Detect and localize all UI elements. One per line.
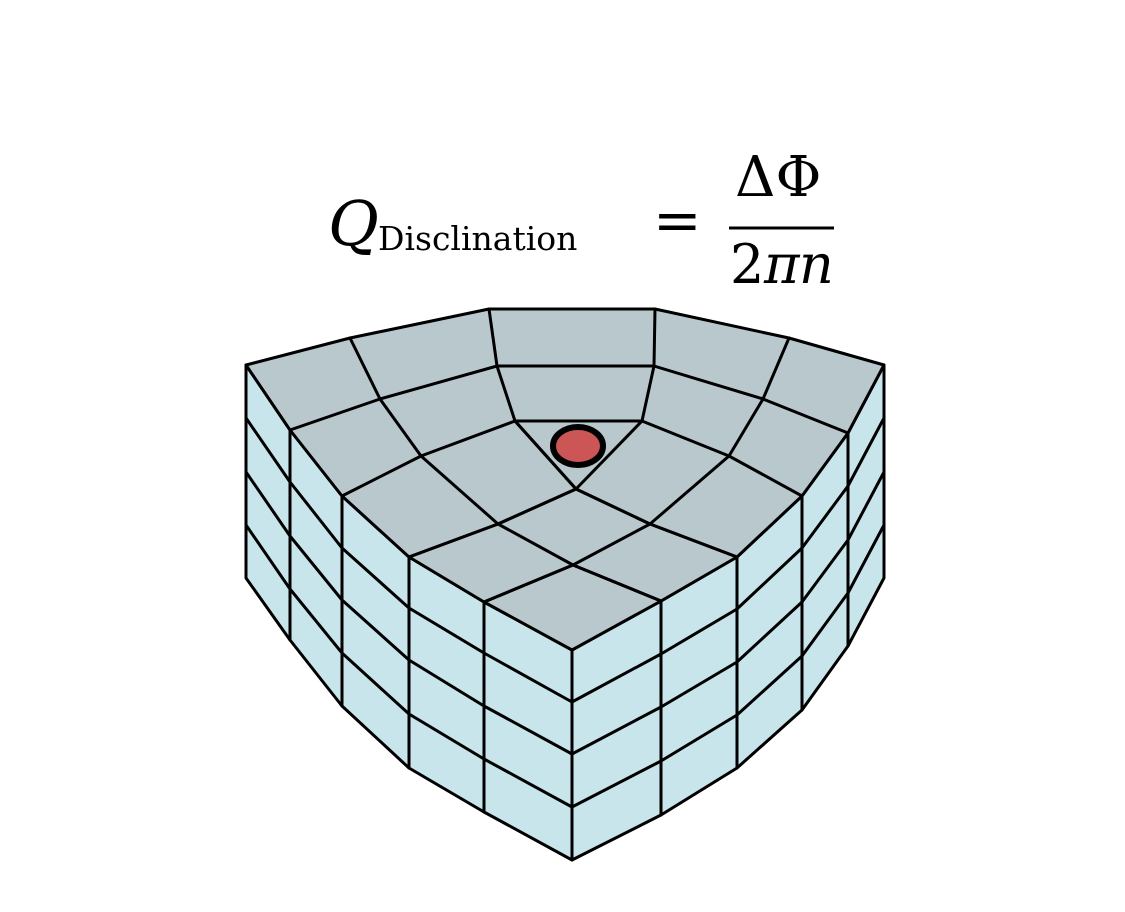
formula-denominator-number: 2 (730, 233, 764, 296)
lattice-grid-lines (244, 307, 886, 862)
formula-equals: = (653, 186, 702, 254)
right-side-row-3 (570, 523, 886, 809)
right-side-row-1 (570, 416, 886, 704)
formula-denominator-pi: π (763, 233, 801, 296)
right-side-row-2 (570, 470, 886, 756)
top-ring-1 (288, 364, 850, 435)
top-spoke-e (513, 419, 578, 491)
top-face (244, 307, 886, 652)
top-spoke-d (482, 336, 791, 604)
lattice-top-face (244, 307, 886, 652)
top-ring-2 (340, 419, 804, 498)
formula-denominator-n: n (799, 233, 834, 296)
disclination-defect-marker (550, 424, 606, 468)
formula-subscript: Disclination (378, 219, 577, 258)
left-side-row-1 (244, 416, 574, 704)
formula-symbol-q: Q (328, 187, 379, 260)
top-spoke-a (348, 336, 663, 603)
formula-numerator: ΔΦ (735, 145, 821, 210)
top-spoke-c (407, 307, 657, 559)
left-side-row-3 (244, 523, 574, 809)
left-side-row-2 (244, 470, 574, 756)
